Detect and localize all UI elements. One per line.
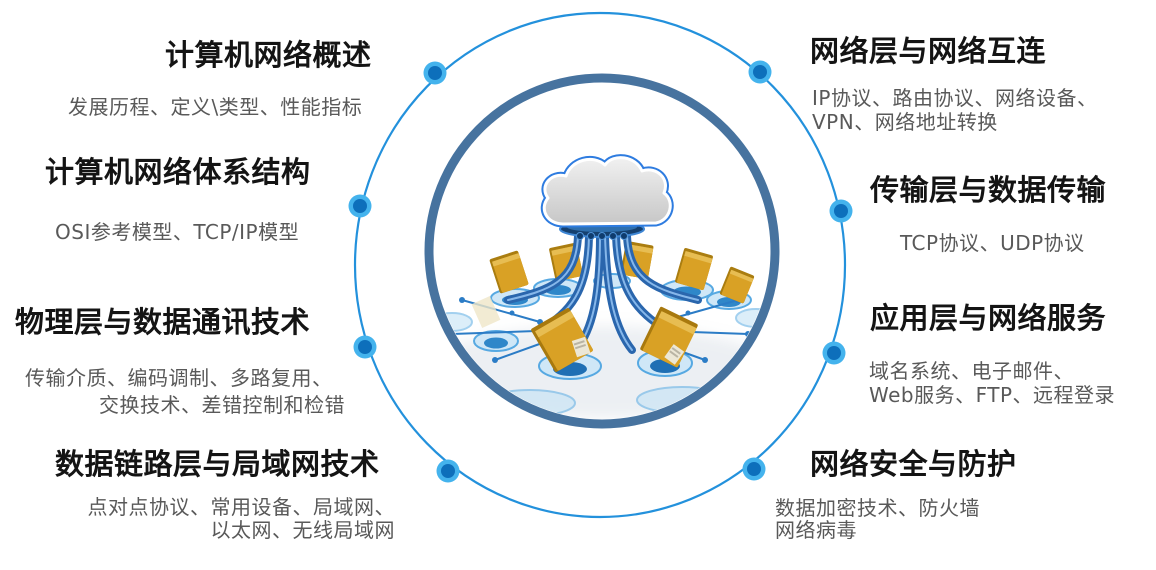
topic-security-title: 网络安全与防护 [810, 447, 1017, 481]
topic-physical-layer-sub-2: 交换技术、差错控制和检错 [99, 393, 345, 417]
folder-icon [489, 250, 529, 294]
folder-icon [675, 248, 713, 290]
folder-icons-lower [531, 306, 698, 372]
topic-architecture-sub-1: OSI参考模型、TCP/IP模型 [55, 220, 300, 244]
orbit-node-dots [348, 60, 853, 483]
orbit-node-dot [423, 61, 447, 85]
topic-overview-sub-1: 发展历程、定义\类型、性能指标 [68, 95, 363, 119]
topic-security-sub-1: 数据加密技术、防火墙 [775, 496, 980, 520]
topic-datalink-layer-title: 数据链路层与局域网技术 [55, 447, 380, 481]
topic-transport-layer-sub-1: TCP协议、UDP协议 [900, 231, 1085, 255]
topic-transport-layer-title: 传输层与数据传输 [870, 173, 1107, 207]
topic-network-layer-sub-2: VPN、网络地址转换 [812, 110, 998, 134]
topic-application-layer-title: 应用层与网络服务 [870, 301, 1107, 335]
cloud-icon [540, 154, 674, 228]
folder-icon [531, 308, 593, 372]
topic-overview-title: 计算机网络概述 [165, 38, 372, 72]
orbit-node-dot [436, 459, 460, 483]
topic-datalink-layer-sub-1: 点对点协议、常用设备、局域网、 [87, 495, 395, 519]
folder-icon [719, 266, 755, 304]
orbit-node-dot [748, 60, 772, 84]
topic-physical-layer-title: 物理层与数据通讯技术 [15, 305, 311, 339]
orbit-node-dot [742, 457, 766, 481]
orbit-node-dot [822, 341, 846, 365]
topic-security-sub-2: 网络病毒 [775, 518, 857, 542]
topic-physical-layer-sub-1: 传输介质、编码调制、多路复用、 [25, 366, 333, 390]
folder-icon [471, 296, 501, 328]
topic-architecture-title: 计算机网络体系结构 [45, 155, 311, 189]
topic-application-layer-sub-1: 域名系统、电子邮件、 [869, 359, 1074, 383]
paper-edge [664, 344, 685, 365]
outer-orbit-circle [353, 11, 847, 519]
topic-datalink-layer-sub-2: 以太网、无线局域网 [210, 518, 395, 542]
topic-network-layer-title: 网络层与网络互连 [810, 34, 1047, 68]
paper-edge [571, 336, 591, 358]
orbit-node-dot [348, 194, 372, 218]
orbit-node-dot [353, 335, 377, 359]
orbit-node-dot [829, 199, 853, 223]
folder-icon [640, 306, 698, 368]
topic-network-layer-sub-1: IP协议、路由协议、网络设备、 [812, 86, 1098, 110]
topic-application-layer-sub-2: Web服务、FTP、远程登录 [869, 383, 1116, 407]
